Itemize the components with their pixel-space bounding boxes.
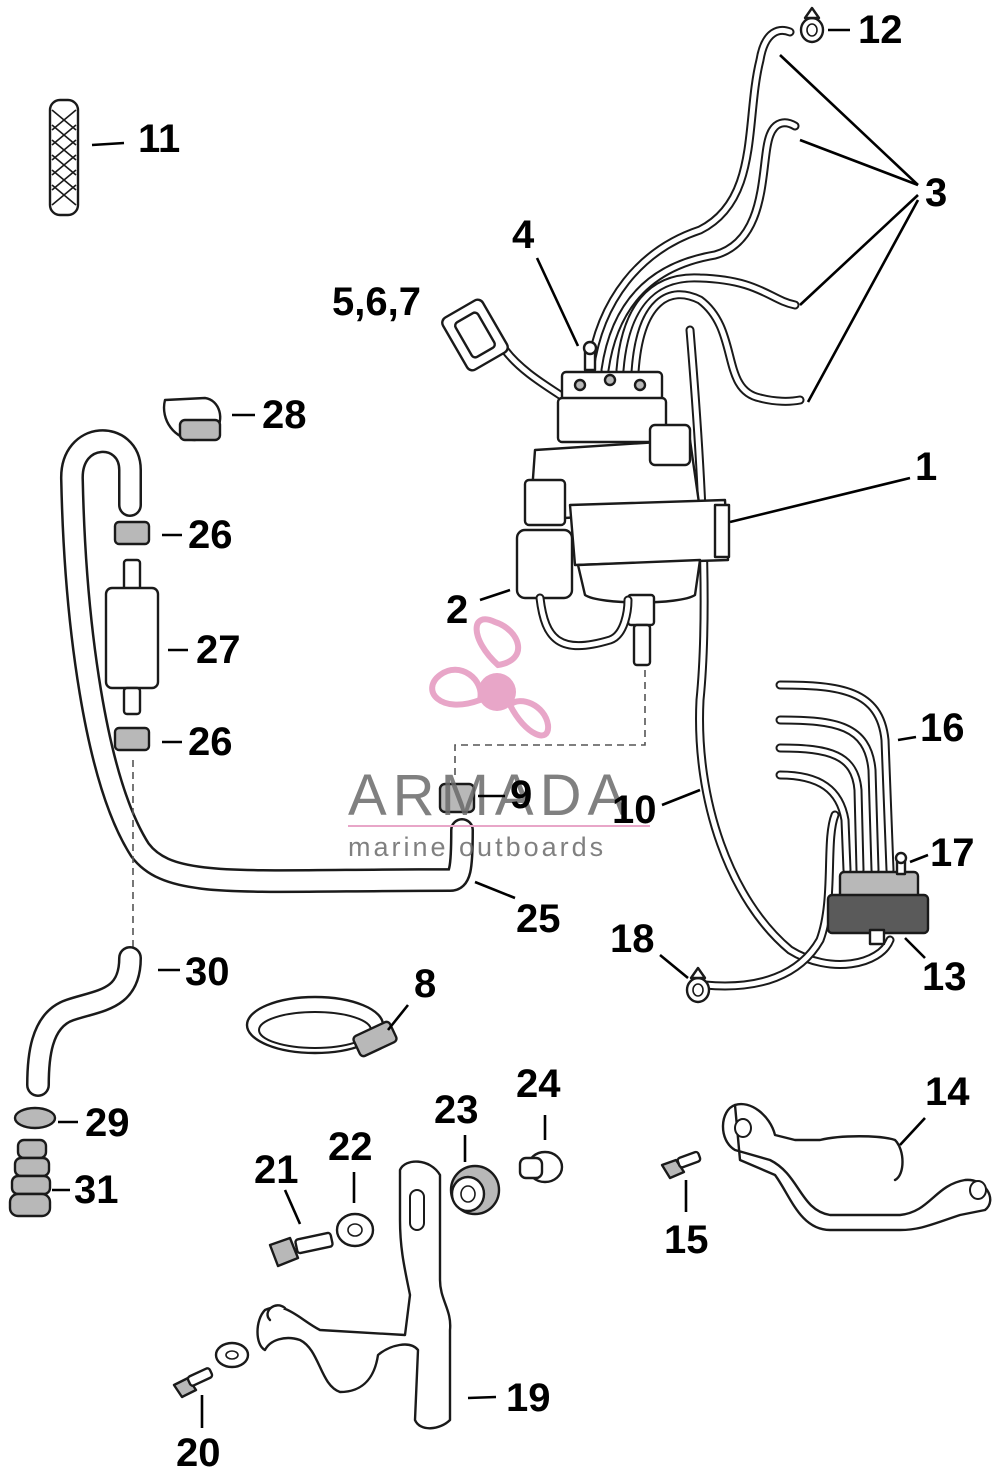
callout-11: 11 xyxy=(138,117,180,161)
barbed-fitting-31 xyxy=(8,1138,52,1218)
grommet-23 xyxy=(449,1164,501,1216)
callout-28: 28 xyxy=(262,393,307,437)
cable-tie-18 xyxy=(685,966,711,1004)
callout-31: 31 xyxy=(74,1168,119,1212)
propeller-logo-icon xyxy=(429,616,552,739)
callout-12: 12 xyxy=(858,8,903,52)
cable-tie-12 xyxy=(799,6,825,44)
washer-22 xyxy=(335,1212,375,1248)
clamp-29 xyxy=(13,1106,57,1130)
callout-25: 25 xyxy=(516,897,561,941)
wire-connector-5-6-7 xyxy=(441,298,565,400)
bolt-15 xyxy=(660,1150,702,1180)
callout-20: 20 xyxy=(176,1431,221,1475)
callout-10: 10 xyxy=(612,788,657,832)
callout-labels: 11 12 3 4 5,6,7 28 1 26 2 27 16 26 9 10 … xyxy=(74,8,975,1475)
fuel-filter-27 xyxy=(104,520,160,752)
callout-26-lower: 26 xyxy=(188,720,233,764)
armada-watermark: ARMADA marine outboards xyxy=(348,616,650,862)
hose-10 xyxy=(685,325,895,991)
callout-22: 22 xyxy=(328,1125,373,1169)
callout-19: 19 xyxy=(506,1376,551,1420)
filter-screen-11 xyxy=(48,98,80,217)
callout-8: 8 xyxy=(414,962,436,1006)
sleeve-24 xyxy=(518,1150,564,1184)
callout-13: 13 xyxy=(922,955,967,999)
callout-21: 21 xyxy=(254,1148,299,1192)
hose-clip-28 xyxy=(162,396,222,442)
hose-clamp-8 xyxy=(245,995,398,1058)
bracket-19 xyxy=(256,1160,452,1430)
callout-15: 15 xyxy=(664,1218,709,1262)
callout-1: 1 xyxy=(915,445,937,489)
callout-5-6-7: 5,6,7 xyxy=(332,280,421,324)
hose-30 xyxy=(26,946,142,1097)
leader-lines xyxy=(52,28,929,1428)
callout-16: 16 xyxy=(920,706,965,750)
fuel-pump-assembly xyxy=(441,298,731,667)
brand-tagline: marine outboards xyxy=(348,832,606,862)
connector-block-13 xyxy=(826,851,930,946)
hose-25 xyxy=(60,429,474,894)
callout-3: 3 xyxy=(925,171,947,215)
callout-23: 23 xyxy=(434,1088,479,1132)
callout-27: 27 xyxy=(196,628,241,672)
callout-17: 17 xyxy=(930,831,975,875)
bracket-14 xyxy=(721,1102,992,1232)
callout-24: 24 xyxy=(516,1062,561,1106)
callout-14: 14 xyxy=(925,1070,970,1114)
callout-29: 29 xyxy=(85,1101,130,1145)
clamp-26-upper xyxy=(113,520,151,546)
wire-harness-16 xyxy=(775,680,895,875)
callout-26-upper: 26 xyxy=(188,513,233,557)
wire-harness-3 xyxy=(585,25,805,406)
fitting-9 xyxy=(438,782,476,814)
callout-18: 18 xyxy=(610,917,655,961)
callout-9: 9 xyxy=(510,773,532,817)
callout-4: 4 xyxy=(512,213,535,257)
callout-30: 30 xyxy=(185,950,230,994)
bolt-20 xyxy=(172,1341,250,1399)
clamp-26-lower xyxy=(113,726,151,752)
bolt-21 xyxy=(268,1231,334,1268)
callout-2: 2 xyxy=(446,588,468,632)
